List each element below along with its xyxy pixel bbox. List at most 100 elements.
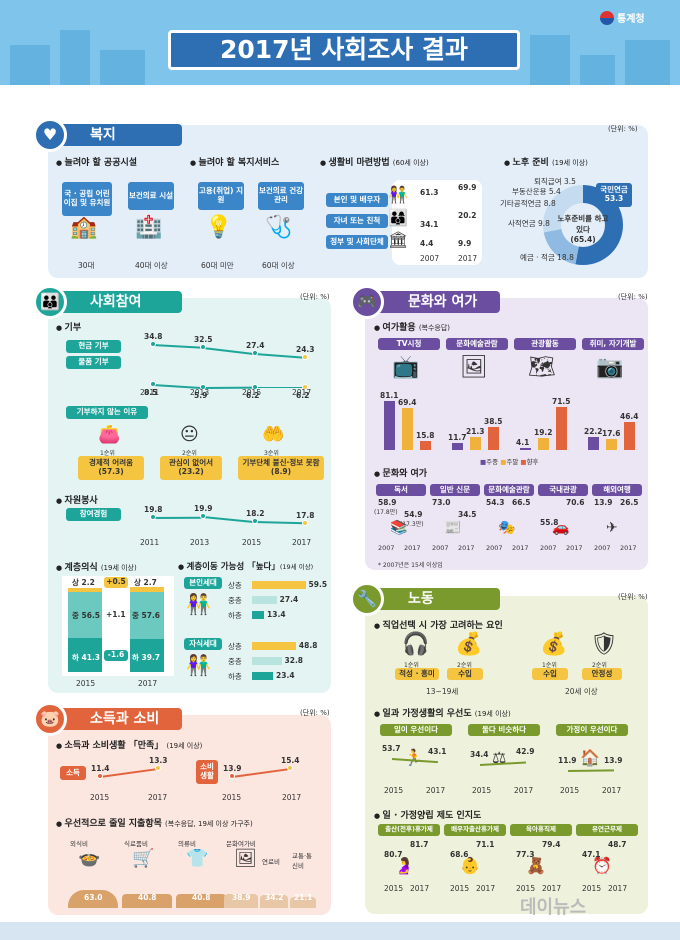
bal-icon-2: 🏠	[580, 748, 600, 767]
family-icon: 👨‍👩‍👦	[388, 208, 408, 227]
cut-label-5: 교통·통신비	[292, 852, 313, 870]
s1-item-1: 국 · 공립 어린이집 및 유치원	[62, 182, 112, 216]
mob-self-bar-2	[252, 611, 265, 619]
leisure-val-2-2: 71.5	[552, 397, 571, 407]
cl-y2-2: 2017	[512, 544, 529, 552]
reason-rank-3: 3순위	[264, 450, 279, 457]
leisure-val-3-2: 46.4	[620, 412, 639, 422]
cl-icon-1: 📰	[444, 520, 462, 536]
job-title: 직업선택 시 가장 고려하는 요인	[374, 618, 503, 631]
volunteer-title: 자원봉사	[56, 493, 98, 506]
balance-title: 일과 가정생활의 우선도 (19세 이상)	[374, 706, 511, 719]
leisure-bar-1-0	[452, 442, 463, 450]
job-g2-rank-2: 2순위	[592, 662, 607, 669]
cl-b-1: 34.5	[458, 510, 477, 519]
leisure-val-0-2: 15.8	[416, 430, 435, 440]
class-2017-low	[130, 639, 164, 672]
aw-b-2: 79.4	[542, 840, 561, 849]
aw-a-1: 68.6	[450, 850, 469, 859]
cons-sat-label-1: 15.4	[281, 756, 300, 765]
don-year-1: 2011	[140, 388, 160, 397]
income-label: 소득	[60, 766, 86, 780]
welfare-unit: (단위: %)	[608, 125, 638, 133]
cut-val-1: 40.8	[138, 893, 157, 902]
class-year-2: 2017	[138, 679, 158, 688]
cut-val-5: 21.1	[294, 893, 313, 902]
class-delta-low: -1.6	[104, 650, 128, 661]
social-header: 사회참여	[52, 291, 182, 313]
lightbulb-icon: 💡	[205, 215, 233, 240]
s3-label-1: 본인 및 배우자	[326, 193, 388, 207]
cl-cat-1: 일반 신문	[430, 484, 480, 496]
cut-label-3: 문화여가비	[226, 840, 256, 848]
s3-v2007-3: 4.4	[420, 239, 434, 248]
cash-donation-label: 현금 기부	[66, 340, 121, 353]
tv-icon: 📺	[392, 355, 420, 380]
aw-a-3: 47.1	[582, 850, 601, 859]
aw-cat-0: 출산(전후)휴가제	[378, 824, 440, 836]
cons-sat-label-0: 13.9	[223, 764, 242, 773]
aw-cat-3: 유연근무제	[576, 824, 638, 836]
volunteer-point-0	[150, 513, 156, 520]
heart-monitor-icon: 🩺	[265, 215, 293, 240]
job-group-1: 13~19세	[426, 687, 459, 696]
leisure-cat-3: 취미, 자기개발	[582, 338, 644, 350]
don-year-2: 2013	[190, 388, 210, 397]
s4-item-2: 부동산운용 5.4	[512, 187, 561, 196]
volunteer-label-1: 19.9	[194, 504, 213, 514]
cons-sat-point-0	[229, 773, 235, 779]
goods-donation-point-2	[252, 383, 258, 390]
bal-a-1: 34.4	[470, 749, 489, 759]
s4-item-4: 사적연금 9.8	[508, 219, 550, 228]
mob-child-level-2: 하층	[228, 672, 242, 681]
cut-val-0: 63.0	[84, 893, 103, 902]
class-2015-mid-label: 중 56.5	[72, 611, 101, 620]
vol-year-3: 2015	[242, 538, 262, 547]
hand-heart-icon: 🤲	[262, 424, 285, 445]
bal-icon-0: 🏃	[404, 748, 424, 767]
cut-icon-3: 🖼	[234, 848, 257, 869]
cl-cat-2: 문화예술관람	[484, 484, 534, 496]
welfare-s4-title: 노후 준비 (19세 이상)	[504, 155, 588, 168]
s3-v2017-2: 20.2	[458, 211, 477, 220]
mob-self-bar-1	[252, 596, 277, 604]
cut-bar-4	[260, 894, 288, 908]
s3-v2017-1: 69.9	[458, 183, 477, 192]
leisure-bar-2-0	[520, 447, 531, 450]
cl-y2-4: 2017	[620, 544, 637, 552]
leisure-bar-1-2	[488, 426, 499, 450]
job-g2-rank-1: 1순위	[542, 662, 557, 669]
cut-icon-2: 👕	[186, 848, 209, 869]
parents-icon: 👫	[186, 592, 211, 616]
cut-bar-3	[224, 893, 258, 908]
s3-v2017-3: 9.9	[458, 239, 472, 248]
headphones-icon: 🎧	[402, 632, 430, 657]
class-2017-mid	[130, 592, 164, 639]
welfare-s1-title: 늘려야 할 공공시설	[56, 155, 138, 168]
mob-child-level-0: 상층	[228, 642, 242, 651]
leisure-bar-1-1	[470, 437, 481, 450]
people-icon: 👪	[33, 285, 67, 319]
culture-unit: (단위: %)	[618, 293, 648, 301]
aw-y1-3: 2015	[582, 884, 602, 893]
aw-icon-1: 👶	[460, 856, 480, 875]
aw-a-2: 77.3	[516, 850, 535, 859]
vol-year-1: 2011	[140, 538, 160, 547]
leisure-bar-0-1	[402, 408, 413, 450]
aw-y1-0: 2015	[384, 884, 404, 893]
volunteer-point-3	[302, 519, 308, 526]
class-year-1: 2015	[76, 679, 96, 688]
aw-b-0: 81.7	[410, 840, 429, 849]
s4-item-5: 국민연금 53.3	[596, 183, 632, 207]
volunteer-label-2: 18.2	[246, 509, 265, 519]
cut-bar-2	[176, 893, 226, 908]
goods-donation-label-1: 5.9	[194, 390, 208, 400]
logo: 통계청	[600, 10, 645, 25]
leisure-title: 여가활용 (복수응답)	[374, 320, 451, 333]
bal-y1-2: 2015	[560, 786, 580, 795]
leisure-val-0-0: 81.1	[380, 391, 399, 401]
don-year-4: 2017	[292, 388, 312, 397]
bal-y2-1: 2017	[514, 786, 534, 795]
aw-cat-1: 배우자출산휴가제	[444, 824, 506, 836]
cut-label-4: 연료비	[262, 858, 280, 866]
